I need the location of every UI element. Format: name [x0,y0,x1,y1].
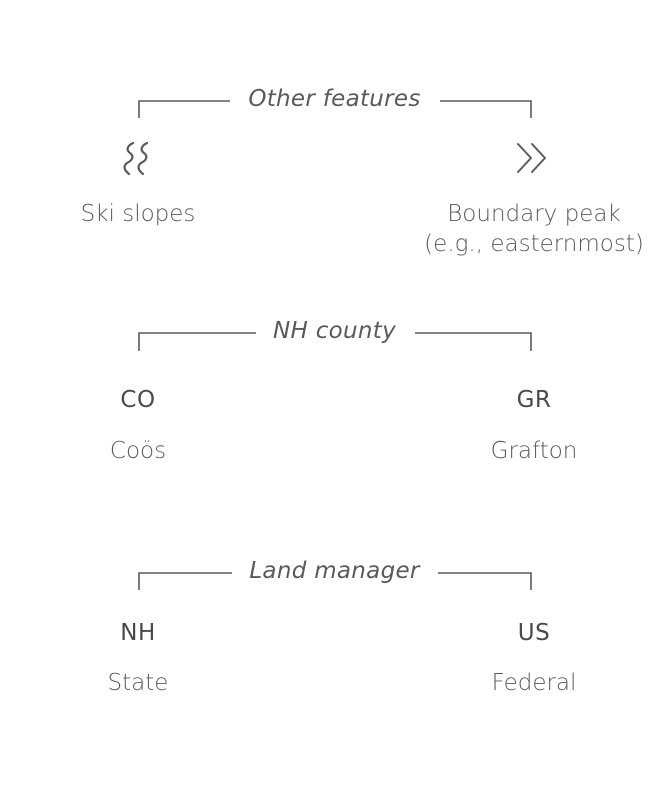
group-title-text: Other features [238,86,431,112]
legend-item-boundary-peak: Boundary peak (e.g., easternmost) [414,138,654,260]
legend-label-line-1: Boundary peak [447,201,621,227]
ski-slopes-icon [18,138,258,180]
group-title-text: Land manager [239,558,430,584]
bracket-nh-county [138,332,532,351]
legend-item-ski-slopes: Ski slopes [18,138,258,230]
legend-code-co: CO [120,387,156,413]
legend-label-line-2: (e.g., easternmost) [424,230,644,257]
bracket-land-manager [138,572,532,590]
legend-label-boundary-peak: Boundary peak (e.g., easternmost) [414,200,654,260]
legend-label-state: State [107,670,169,696]
bracket-other-features [138,100,532,118]
group-title-other-features: Other features [0,86,669,112]
group-title-text: NH county [262,318,406,344]
legend-label-federal: Federal [491,670,577,696]
legend-item-grafton: GR Grafton [414,389,654,467]
legend-item-federal: US Federal [414,622,654,699]
legend-label-ski-slopes: Ski slopes [80,201,196,227]
legend-label-grafton: Grafton [490,438,578,464]
legend-item-coos: CO Coös [18,389,258,467]
legend-code-gr: GR [516,387,552,413]
legend-code-us: US [517,620,551,646]
legend-item-state: NH State [18,622,258,699]
legend-label-coos: Coös [109,438,167,464]
group-title-land-manager: Land manager [0,558,669,584]
boundary-peak-icon [414,138,654,180]
group-title-nh-county: NH county [0,318,669,344]
legend-code-nh: NH [120,620,156,646]
